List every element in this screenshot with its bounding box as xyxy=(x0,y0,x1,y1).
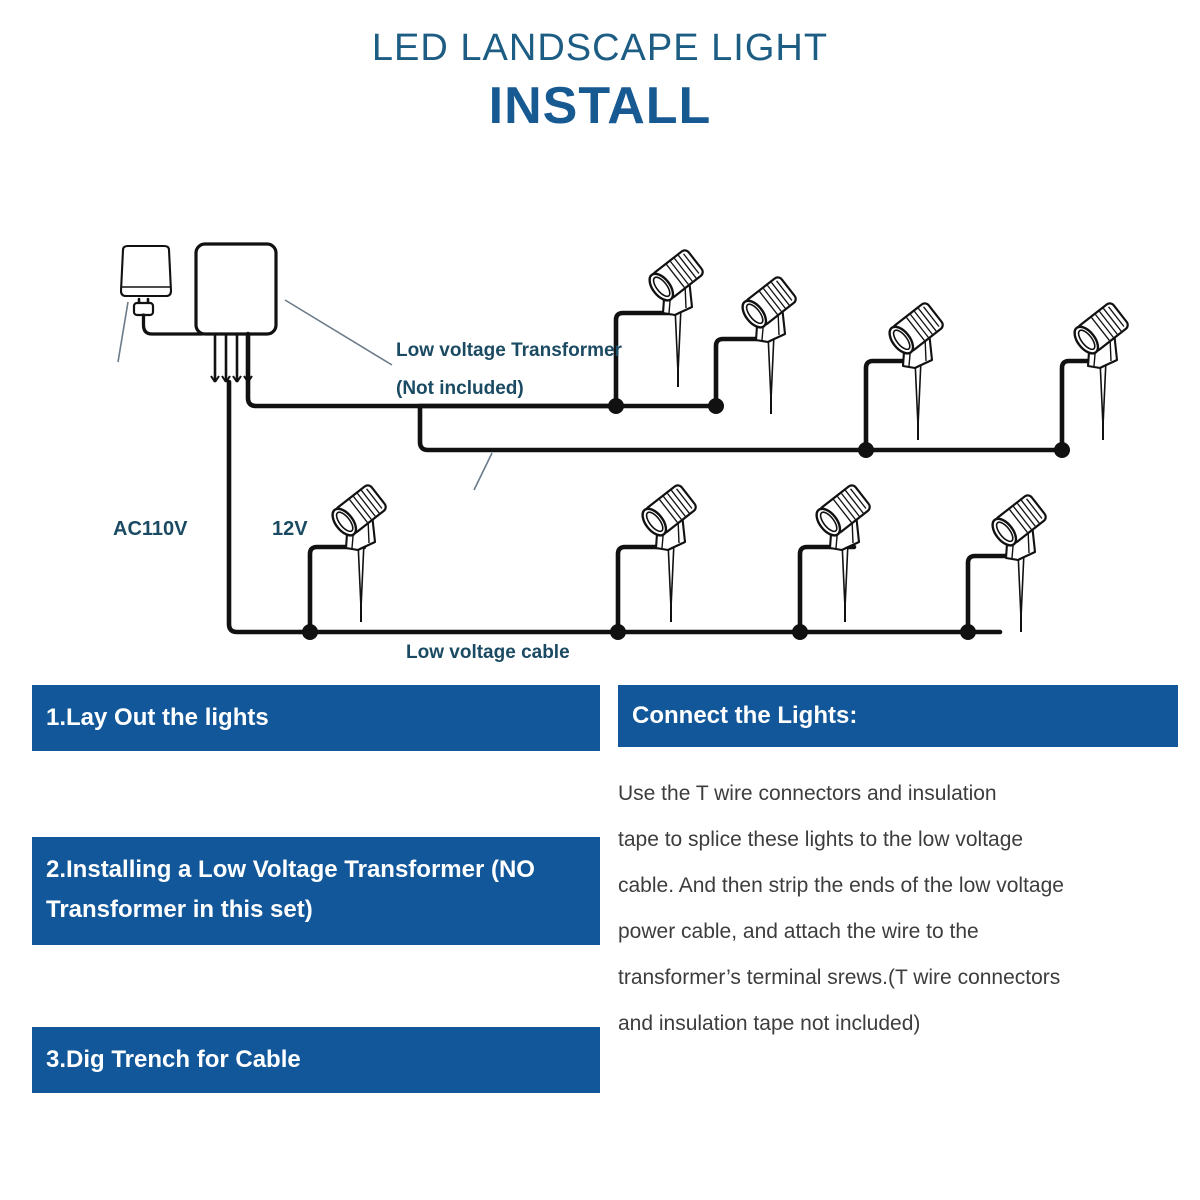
connect-column: Connect the Lights: Use the T wire conne… xyxy=(618,685,1178,1047)
landscape-light-fixture xyxy=(736,274,799,416)
connect-line: power cable, and attach the wire to the xyxy=(618,920,979,943)
landscape-light-fixture xyxy=(643,247,706,389)
landscape-light-fixture xyxy=(810,482,873,624)
connect-line: tape to splice these lights to the low v… xyxy=(618,828,1024,851)
wiring-diagram: Low voltage Transformer (Not included) A… xyxy=(0,150,1200,680)
connect-line: cable. And then strip the ends of the lo… xyxy=(618,874,1064,897)
landscape-light-fixture xyxy=(986,492,1049,634)
leader-line-ac xyxy=(117,301,129,363)
trunk-12v xyxy=(245,331,623,409)
step-3-bar: 3.Dig Trench for Cable xyxy=(32,1027,600,1093)
title-line-1: LED LANDSCAPE LIGHT xyxy=(371,27,829,69)
transformer-box xyxy=(194,242,278,336)
label-transformer-line1: Low voltage Transformer xyxy=(396,340,622,361)
label-output-voltage: 12V xyxy=(272,518,308,540)
step-2-bar: 2.Installing a Low Voltage Transformer (… xyxy=(32,837,600,945)
connect-line: transformer’s terminal srews.(T wire con… xyxy=(618,966,1061,989)
landscape-light-fixture xyxy=(1068,300,1131,442)
landscape-light-fixture xyxy=(883,300,946,442)
landscape-light-fixture xyxy=(636,482,699,624)
steps-column: 1.Lay Out the lights 2.Installing a Low … xyxy=(32,685,600,1093)
power-plug xyxy=(132,297,204,336)
wall-outlet xyxy=(119,244,173,298)
leader-line-cable xyxy=(473,452,493,491)
title-line-2: INSTALL xyxy=(488,77,712,135)
page-title: LED LANDSCAPE LIGHT INSTALL xyxy=(0,24,1200,136)
landscape-light-fixture xyxy=(326,482,389,624)
step-1-bar: 1.Lay Out the lights xyxy=(32,685,600,751)
label-transformer-line2: (Not included) xyxy=(396,378,524,399)
connect-body-text: Use the T wire connectors and insulation… xyxy=(618,771,1178,1047)
junction-node xyxy=(302,398,1070,640)
leader-line-transformer xyxy=(284,299,393,366)
label-low-voltage-cable: Low voltage cable xyxy=(406,642,570,663)
label-ac-input: AC110V xyxy=(113,518,188,540)
connect-heading-bar: Connect the Lights: xyxy=(618,685,1178,747)
connect-line: and insulation tape not included) xyxy=(618,1012,921,1035)
connect-line: Use the T wire connectors and insulation xyxy=(618,782,997,805)
trunk-bottom-left xyxy=(226,379,303,635)
drop-to-bus-top-right xyxy=(417,403,869,453)
instructions-section: 1.Lay Out the lights 2.Installing a Low … xyxy=(0,685,1200,1185)
